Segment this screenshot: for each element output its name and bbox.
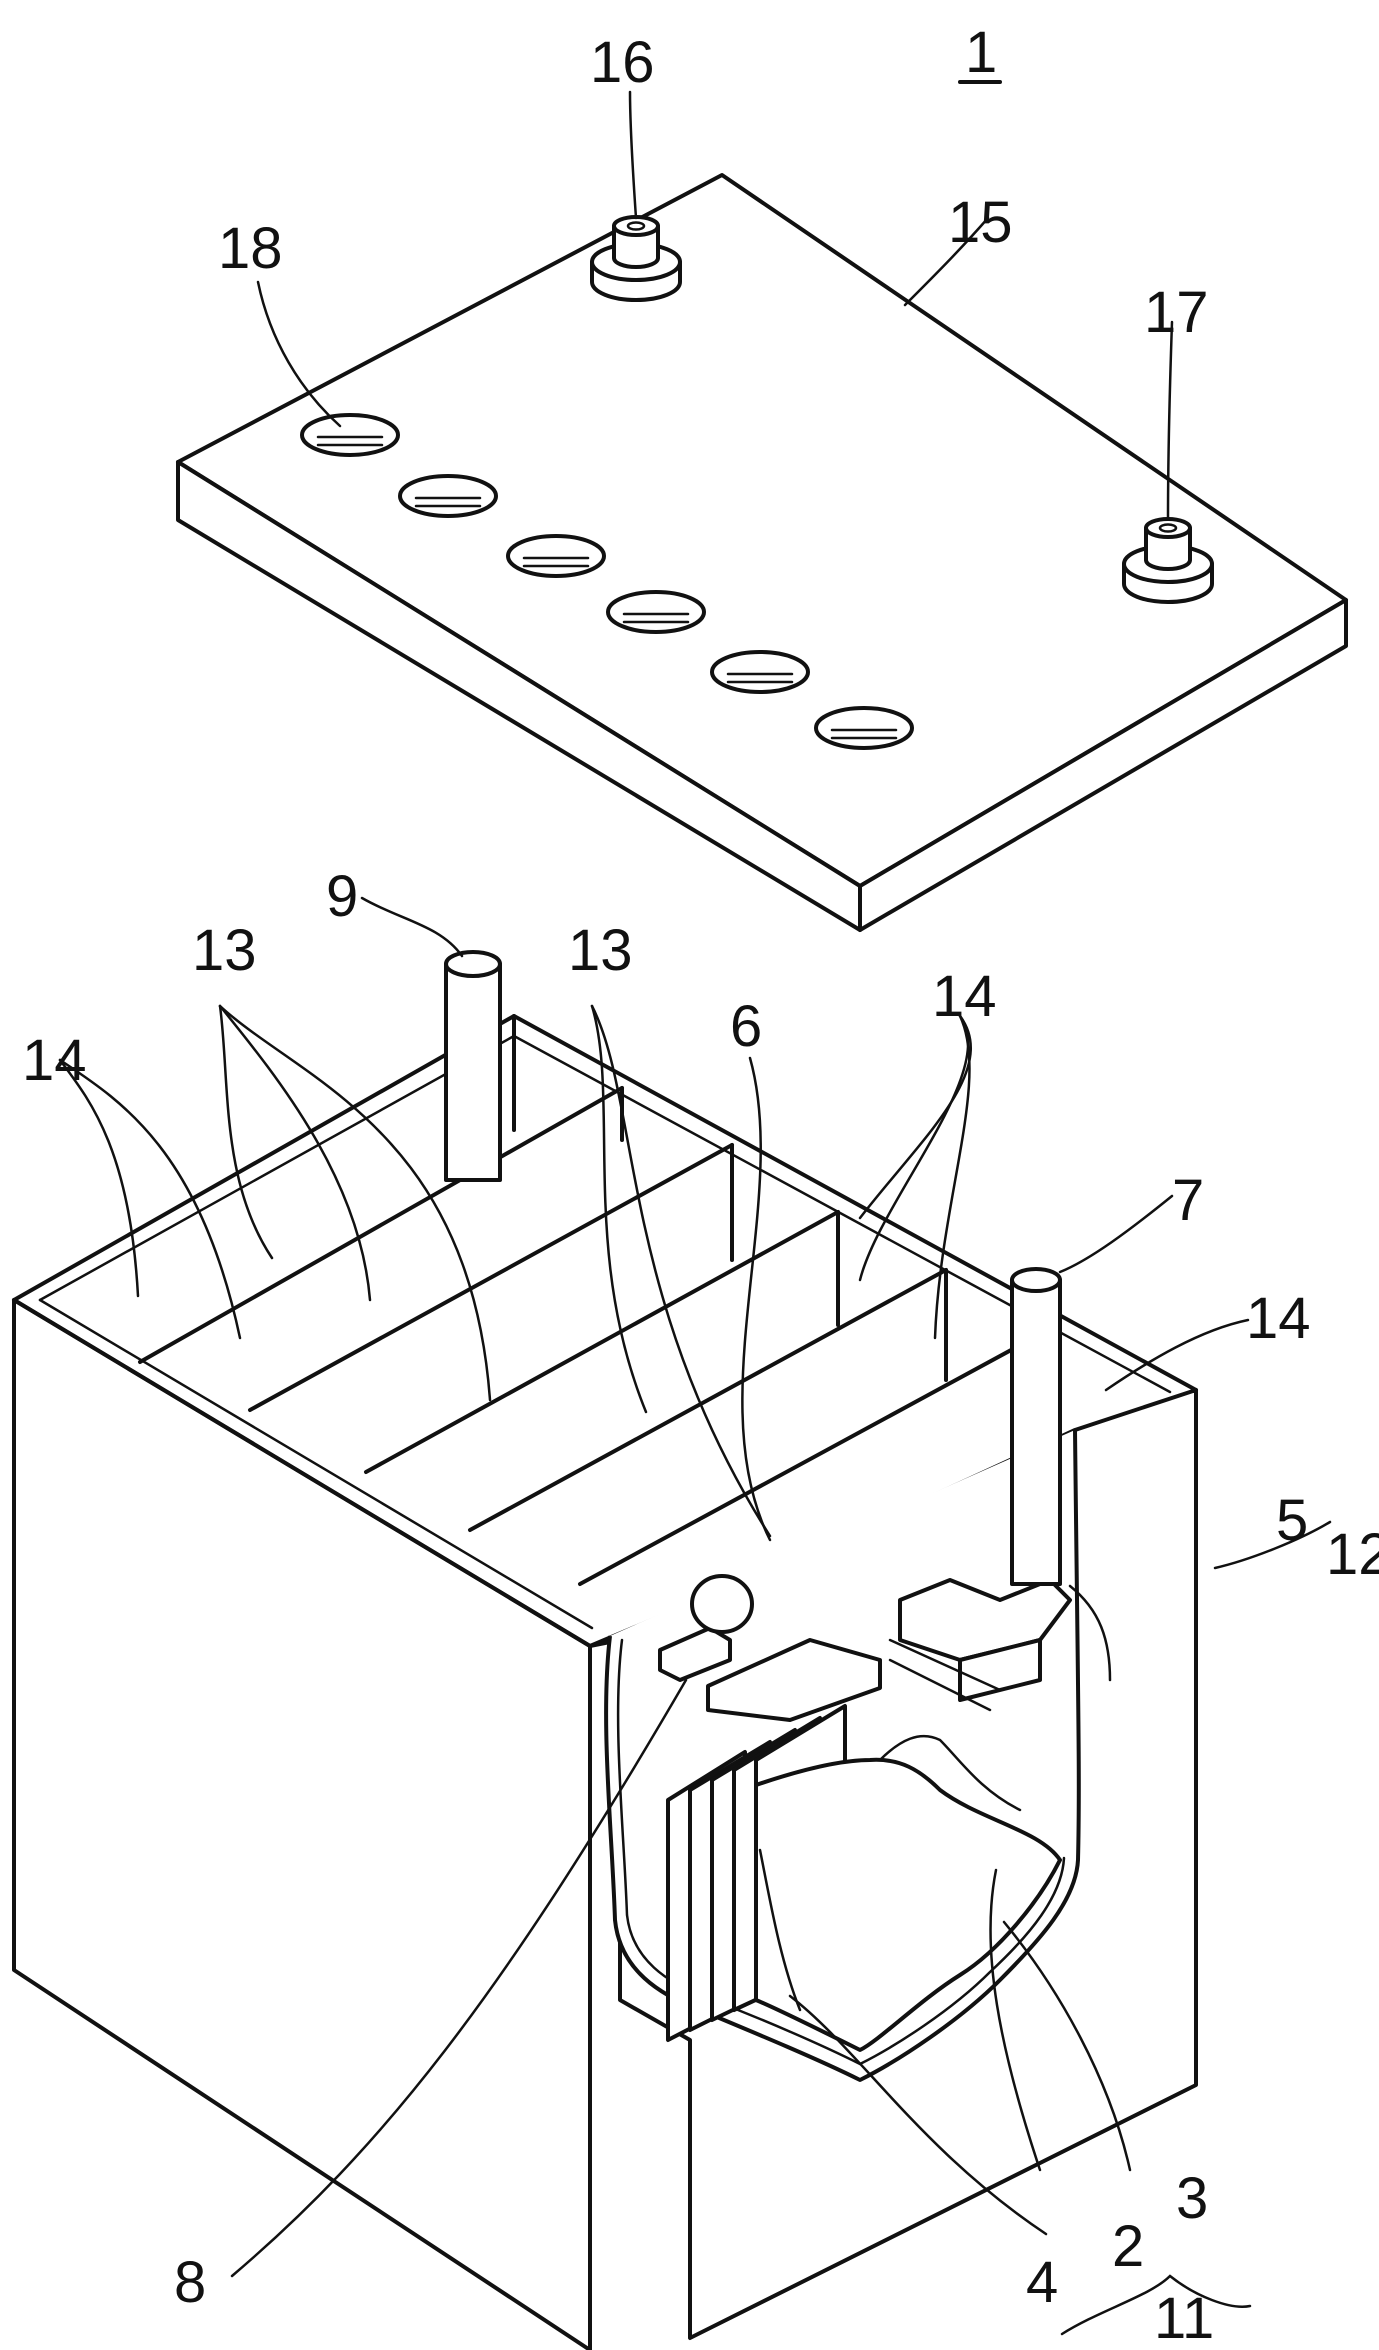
vent-hole: [398, 474, 498, 518]
plate-group: [666, 1704, 1062, 2052]
vent-hole: [710, 650, 810, 694]
label-16: 16: [590, 30, 655, 95]
label-7: 7: [1172, 1168, 1204, 1233]
label-13-left: 13: [192, 918, 257, 983]
labels: 1 16 15 18 17 9 13 13 6 14 14 7 14 5 12 …: [22, 20, 1379, 2350]
label-14-left: 14: [22, 1028, 87, 1093]
label-9: 9: [326, 864, 358, 929]
vent-hole: [506, 534, 606, 578]
strap-6: [658, 1574, 882, 1722]
strap-5: [888, 1578, 1072, 1712]
label-14-right: 14: [932, 964, 997, 1029]
leader-lines: [58, 90, 1332, 2336]
battery-cover: [176, 173, 1348, 932]
label-12: 12: [1326, 1522, 1379, 1587]
label-5: 5: [1276, 1488, 1308, 1553]
label-14-far-right: 14: [1246, 1286, 1311, 1351]
label-4: 4: [1026, 2250, 1058, 2315]
label-2: 2: [1112, 2214, 1144, 2279]
label-6: 6: [730, 994, 762, 1059]
terminal-16: [590, 215, 682, 302]
vent-hole: [814, 706, 914, 750]
label-3: 3: [1176, 2166, 1208, 2231]
terminal-17: [1122, 517, 1214, 604]
label-17: 17: [1144, 280, 1209, 345]
label-8: 8: [174, 2250, 206, 2315]
cell-partitions: [138, 1086, 1050, 1586]
label-11: 11: [1154, 2286, 1214, 2350]
cutaway: [604, 1429, 1081, 2082]
post-7: [1010, 1267, 1062, 1586]
label-15: 15: [948, 190, 1013, 255]
label-18: 18: [218, 216, 283, 281]
post-9: [444, 950, 502, 1182]
label-13-right: 13: [568, 918, 633, 983]
vent-holes: [300, 413, 914, 750]
figure-ref-numeral: 1: [965, 20, 997, 85]
vent-hole: [300, 413, 400, 457]
vent-hole: [606, 590, 706, 634]
